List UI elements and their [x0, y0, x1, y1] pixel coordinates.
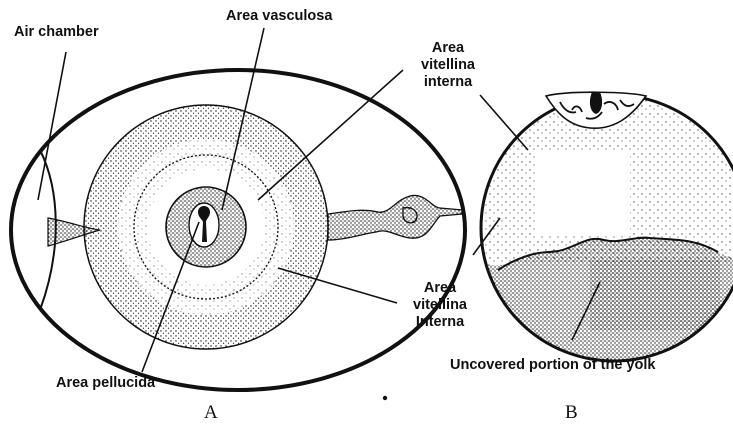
label-line: vitellina	[398, 57, 498, 74]
label-area-vitellina-interna-top: Area vitellina interna	[398, 40, 498, 91]
chalaza-right	[328, 195, 462, 240]
label-line: Interna	[390, 314, 490, 331]
label-line: Area	[398, 40, 498, 57]
figure-b	[473, 92, 733, 361]
label-uncovered-yolk: Uncovered portion of the yolk	[450, 357, 655, 374]
figure-a	[11, 28, 465, 390]
label-air-chamber: Air chamber	[14, 24, 99, 41]
label-area-vitellina-interna-bottom: Area vitellina Interna	[390, 280, 490, 331]
panel-label-b: B	[565, 402, 578, 424]
leader-air-chamber	[38, 52, 66, 200]
leader-area-vitellina-right	[480, 95, 528, 150]
label-line: vitellina	[390, 297, 490, 314]
label-area-pellucida: Area pellucida	[56, 375, 155, 392]
label-line: interna	[398, 74, 498, 91]
panel-label-a: A	[204, 402, 218, 424]
stray-dot	[383, 396, 387, 400]
label-line: Area	[390, 280, 490, 297]
label-area-vasculosa: Area vasculosa	[226, 8, 332, 25]
